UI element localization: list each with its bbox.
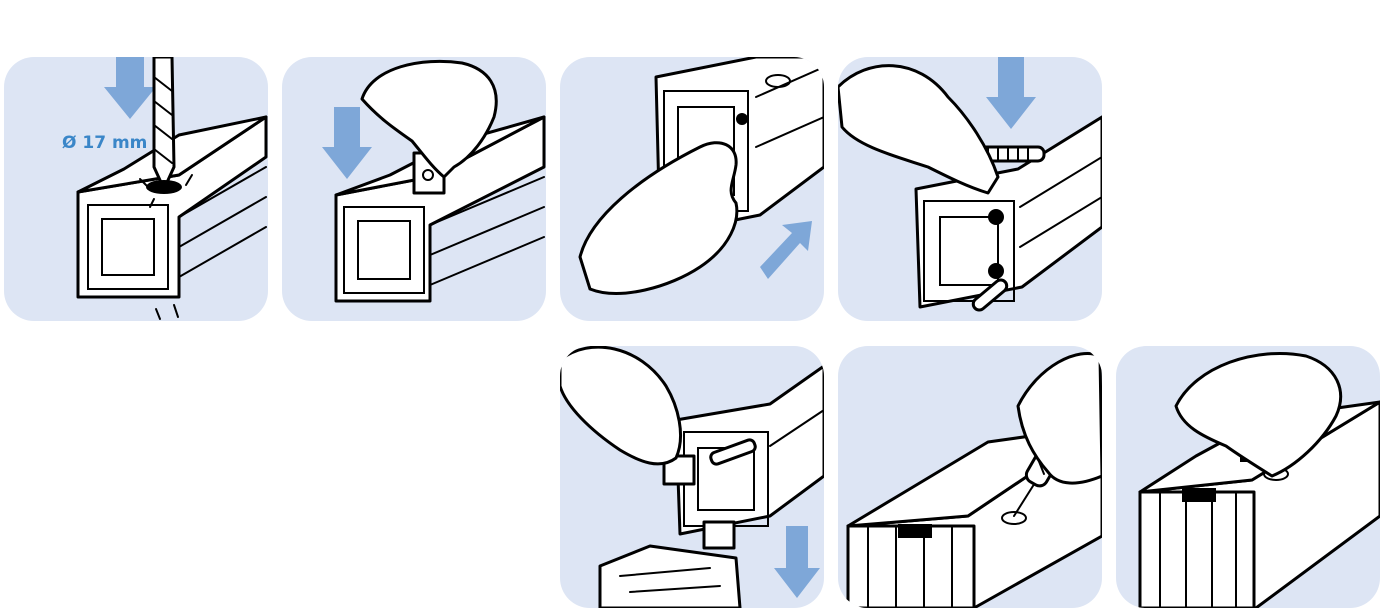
arrow-up-right-icon	[760, 221, 812, 279]
step-7-panel	[1116, 346, 1380, 608]
step-6-illustration	[838, 346, 1102, 608]
profile-end-piece	[600, 546, 740, 608]
step-2-illustration	[282, 57, 546, 321]
step-4-panel	[838, 57, 1102, 321]
step-5-panel	[560, 346, 824, 608]
step-4-illustration	[838, 57, 1102, 321]
clip-icon	[704, 522, 734, 548]
hand-icon	[560, 347, 681, 464]
step-3-illustration	[560, 57, 824, 321]
step-5-illustration	[560, 346, 824, 608]
step-1-illustration	[4, 57, 268, 321]
arrow-down-icon	[774, 526, 820, 598]
arrow-down-icon	[104, 57, 156, 119]
hand-icon	[838, 66, 998, 193]
step-1-panel: Ø 17 mm	[4, 57, 268, 321]
profile-face	[848, 526, 974, 608]
step-3-panel	[560, 57, 824, 321]
drill-diameter-label: Ø 17 mm	[62, 133, 147, 153]
drill-bit-icon	[154, 57, 174, 189]
step-6-panel	[838, 346, 1102, 608]
step-7-illustration	[1116, 346, 1380, 608]
arrow-down-icon	[986, 57, 1036, 129]
arrow-down-icon	[322, 107, 372, 179]
step-2-panel	[282, 57, 546, 321]
